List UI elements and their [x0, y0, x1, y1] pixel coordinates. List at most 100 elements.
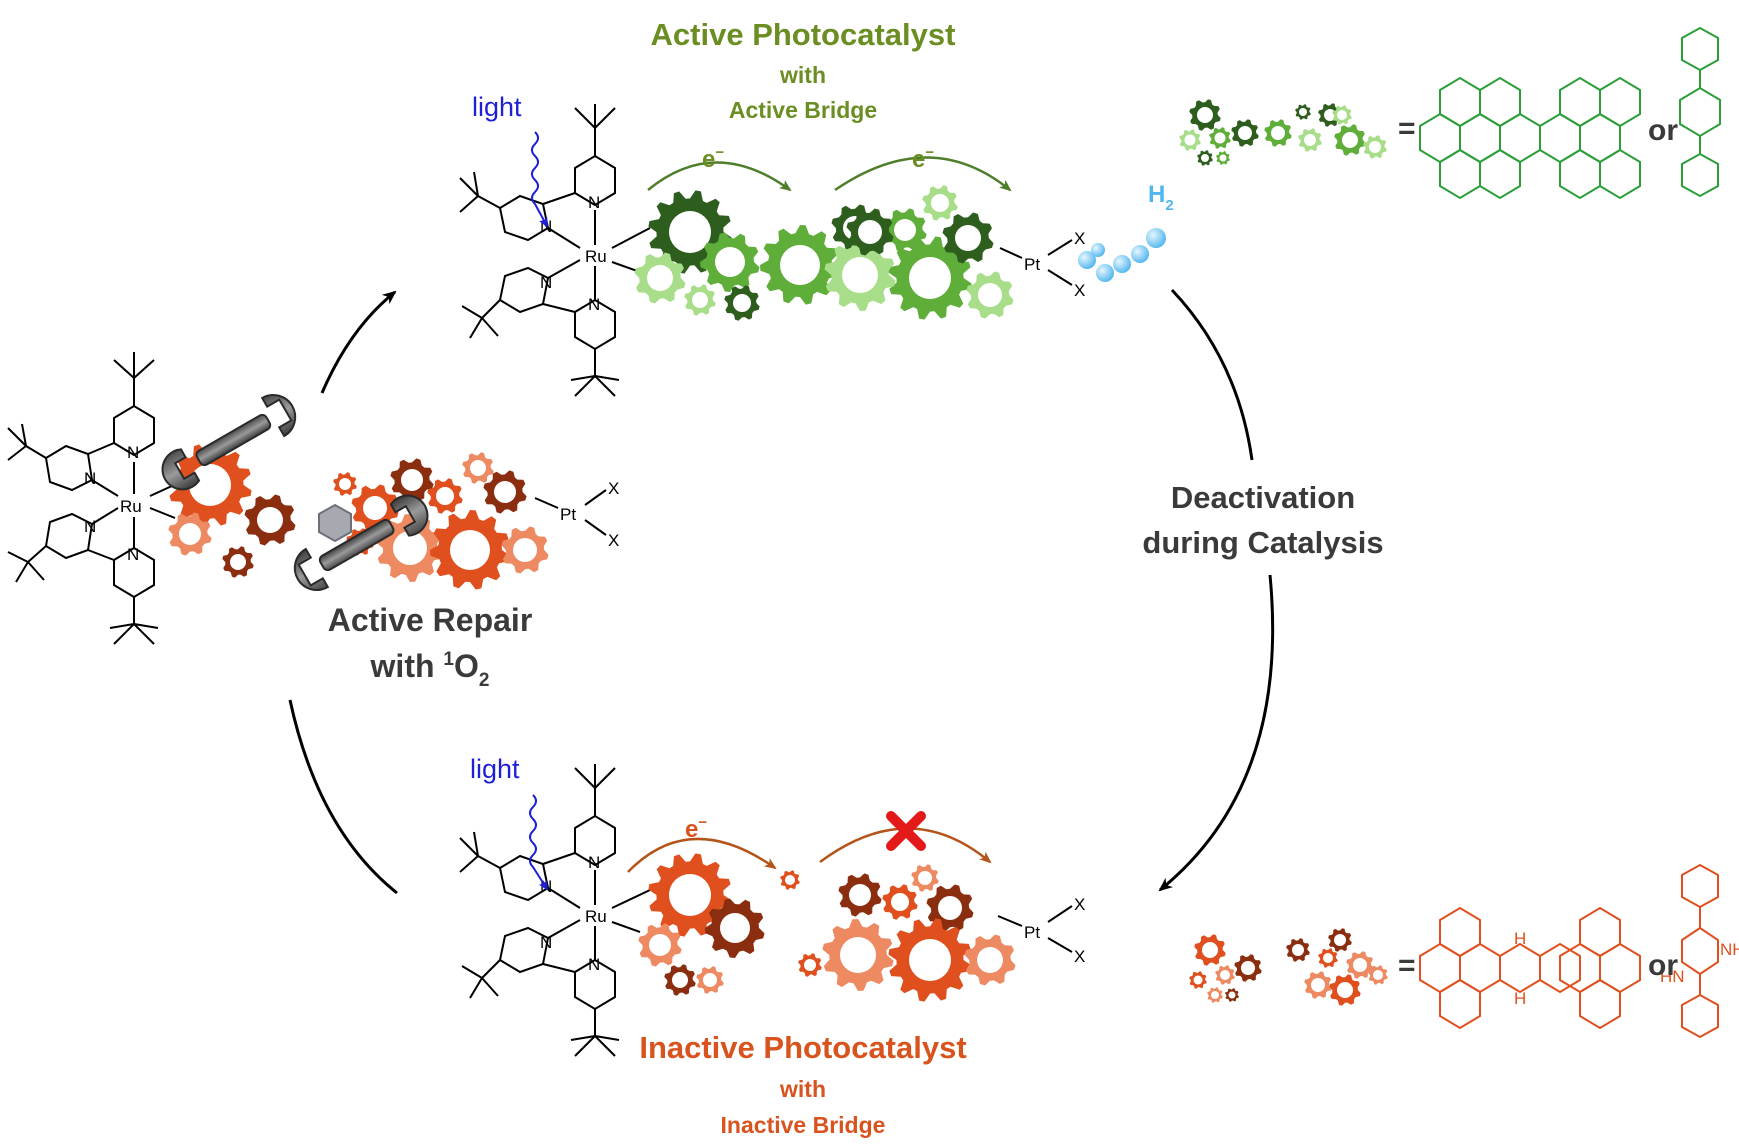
active-bridge-gears	[634, 185, 1014, 321]
gear-hole	[393, 531, 427, 565]
hex-nut-icon	[318, 503, 352, 543]
repair-complex: Ru N N N N	[7, 352, 619, 645]
gear-hole	[1197, 107, 1213, 123]
gear-hole	[1323, 953, 1333, 963]
x-ligand: X	[608, 531, 619, 550]
gear-hole	[669, 874, 711, 916]
wrench-icon	[293, 494, 429, 591]
gear-hole	[1193, 975, 1203, 985]
x-ligand: X	[1074, 947, 1085, 966]
gear-hole	[733, 294, 751, 312]
electron-arrow-bottom-1	[627, 837, 777, 873]
electron-label-bottom: e−	[685, 814, 707, 843]
nh-atom: NH	[1720, 940, 1739, 959]
gear-hole	[891, 893, 909, 911]
n-atom: N	[588, 295, 600, 314]
gear-hole	[894, 219, 916, 241]
n-atom: N	[127, 443, 139, 462]
gear-hole	[1353, 958, 1367, 972]
gear-hole	[672, 972, 688, 988]
legend-or-active: or	[1648, 114, 1678, 147]
light-wave-top	[531, 131, 548, 228]
electron-arrow-top-2	[834, 156, 1012, 192]
gear-hole	[842, 257, 878, 293]
light-wave-bottom	[529, 794, 549, 891]
gear-hole	[909, 257, 951, 299]
gear-hole	[720, 913, 750, 943]
gear-hole	[804, 959, 816, 971]
gear-hole	[1214, 132, 1226, 144]
gear-hole	[1299, 108, 1307, 116]
arrow-inactive-to-repair	[288, 699, 398, 895]
gear-hole	[918, 871, 932, 885]
legend-inactive-gears	[1189, 928, 1388, 1006]
active-bridge-structure	[1419, 26, 1721, 200]
electron-arrow-top-1	[647, 161, 792, 192]
deactivation-label-line2: during Catalysis	[1142, 525, 1383, 560]
blocked-transfer-cross-icon	[886, 811, 926, 851]
gear-hole	[909, 939, 951, 981]
repair-bridge-gears	[168, 443, 549, 590]
gear-hole	[1271, 126, 1285, 140]
legend-or-inactive: or	[1648, 949, 1678, 982]
inactive-title: Inactive Photocatalyst	[639, 1030, 966, 1065]
hydrogen-bubbles	[1078, 228, 1166, 282]
gear-hole	[1241, 961, 1255, 975]
electron-label-top-1: e−	[702, 144, 724, 173]
deactivation-label-line1: Deactivation	[1171, 480, 1355, 515]
n-atom: N	[127, 545, 139, 564]
gear-hole	[513, 538, 537, 562]
n-atom: N	[84, 469, 96, 488]
gear-hole	[1304, 134, 1316, 146]
light-label-bottom: light	[470, 754, 520, 784]
hn-atom: HN	[1660, 967, 1685, 986]
gear-hole	[978, 283, 1002, 307]
gear-hole	[649, 934, 671, 956]
legend-equals-active: =	[1398, 112, 1416, 145]
gear-hole	[1238, 126, 1252, 140]
arrow-active-to-deactivation	[1170, 288, 1254, 461]
electron-label-top-2: e−	[912, 144, 934, 173]
gear-hole	[785, 875, 795, 885]
gear-hole	[977, 947, 1003, 973]
repair-label-line1: Active Repair	[328, 602, 533, 638]
gear-hole	[1201, 154, 1209, 162]
x-ligand: X	[608, 479, 619, 498]
gear-hole	[1219, 154, 1227, 162]
n-atom: N	[540, 933, 552, 952]
active-complex: Ru N N	[459, 104, 1085, 397]
gear-hole	[1311, 978, 1325, 992]
n-atom: N	[540, 273, 552, 292]
active-bridge-label: Active Bridge	[729, 97, 877, 123]
gear-hole	[189, 464, 231, 506]
cycle-arrows	[288, 288, 1275, 895]
gear-hole	[363, 496, 387, 520]
gear-hole	[1292, 944, 1304, 956]
gear-hole	[858, 220, 882, 244]
x-ligand: X	[1074, 895, 1085, 914]
gear-hole	[647, 265, 673, 291]
inactive-with: with	[779, 1076, 826, 1102]
inactive-bridge-label: Inactive Bridge	[721, 1112, 886, 1138]
gear-hole	[1369, 141, 1381, 153]
gear-hole	[1337, 110, 1347, 120]
h-atom: H	[1514, 989, 1526, 1008]
gear-hole	[1342, 132, 1358, 148]
inactive-complex: Ru N N N N	[459, 764, 1085, 1057]
gear-hole	[1373, 970, 1383, 980]
n-atom: N	[588, 193, 600, 212]
pt-atom-left: Pt	[560, 505, 576, 524]
wrench-icon	[161, 394, 297, 491]
n-atom: N	[540, 217, 552, 236]
gear-hole	[938, 896, 962, 920]
gear-hole	[470, 460, 486, 476]
gear-hole	[669, 211, 711, 253]
active-with: with	[779, 62, 826, 88]
pt-atom-top: Pt	[1024, 255, 1040, 274]
gear-hole	[450, 530, 490, 570]
gear-hole	[780, 245, 820, 285]
ru-atom-left: Ru	[120, 497, 142, 516]
gear-hole	[840, 937, 876, 973]
n-atom: N	[588, 955, 600, 974]
active-title: Active Photocatalyst	[651, 17, 956, 52]
